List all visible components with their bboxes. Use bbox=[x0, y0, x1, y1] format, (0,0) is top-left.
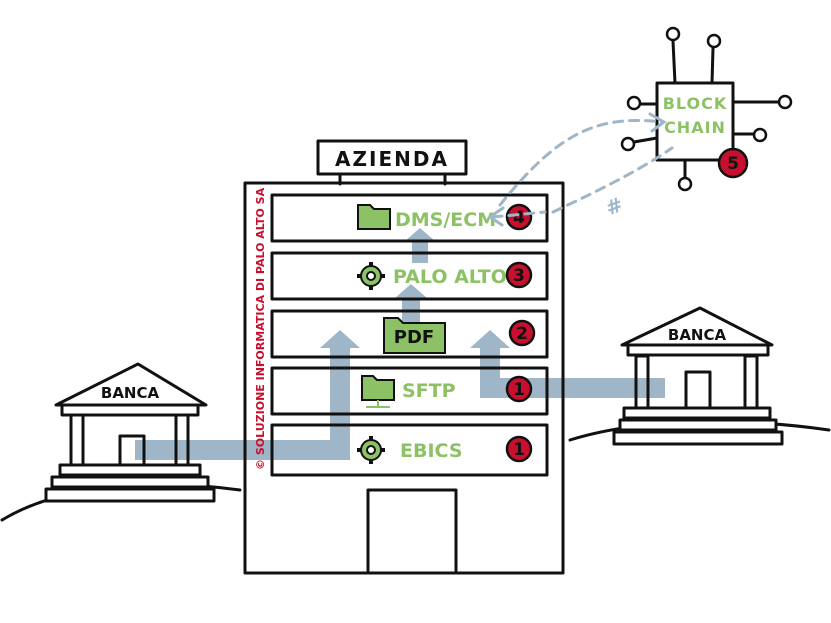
blockchain-node[interactable]: BLOCK CHAIN 5 bbox=[620, 26, 793, 192]
bank-right-label: BANCA bbox=[668, 326, 727, 344]
svg-text:5: 5 bbox=[727, 154, 739, 174]
floor-label-sftp: SFTP bbox=[402, 380, 456, 402]
floor-label-palo-alto: PALO ALTO bbox=[393, 266, 507, 288]
step-badge-3: 3 bbox=[505, 261, 533, 289]
bank-left[interactable]: BANCA bbox=[44, 362, 216, 503]
arrowheads bbox=[487, 112, 667, 227]
blockchain-label-line1: BLOCK bbox=[663, 94, 728, 113]
step-badge-5: 5 bbox=[717, 147, 749, 179]
gear-icon bbox=[357, 436, 385, 464]
network-folder-icon bbox=[361, 375, 395, 408]
gear-icon bbox=[357, 262, 385, 290]
svg-text:4: 4 bbox=[513, 208, 525, 228]
blockchain-label-line2: CHAIN bbox=[664, 118, 726, 137]
step-badge-1-ebics: 1 bbox=[505, 435, 533, 463]
svg-text:2: 2 bbox=[516, 324, 528, 344]
svg-text:1: 1 bbox=[513, 380, 525, 400]
floor-palo-alto[interactable]: PALO ALTO 3 bbox=[270, 251, 549, 301]
bank-right[interactable]: BANCA bbox=[612, 306, 784, 446]
folder-icon bbox=[357, 204, 391, 230]
floor-sftp[interactable]: SFTP 1 bbox=[270, 366, 549, 416]
svg-text:3: 3 bbox=[513, 266, 525, 286]
copyright-text: © SOLUZIONE INFORMATICA DI PALO ALTO SA bbox=[254, 187, 267, 470]
floor-pdf[interactable]: PDF 2 bbox=[270, 309, 549, 359]
floor-dms-ecm[interactable]: DMS/ECM 4 bbox=[270, 193, 549, 243]
svg-text:1: 1 bbox=[513, 440, 525, 460]
floor-label-pdf: PDF bbox=[394, 327, 434, 348]
step-badge-4: 4 bbox=[505, 203, 533, 231]
step-badge-2: 2 bbox=[508, 319, 536, 347]
company-building: AZIENDA © SOLUZIONE INFORMATICA DI PALO … bbox=[243, 139, 565, 575]
step-badge-1-sftp: 1 bbox=[505, 375, 533, 403]
floor-ebics[interactable]: EBICS 1 bbox=[270, 423, 549, 477]
blockchain-links bbox=[491, 118, 674, 219]
bank-left-label: BANCA bbox=[101, 384, 160, 402]
hash-symbol: # bbox=[602, 192, 626, 220]
floor-label-ebics: EBICS bbox=[400, 440, 463, 462]
pdf-folder-icon bbox=[383, 317, 446, 354]
company-label: AZIENDA bbox=[335, 147, 449, 171]
floor-label-dms-ecm: DMS/ECM bbox=[395, 209, 496, 231]
